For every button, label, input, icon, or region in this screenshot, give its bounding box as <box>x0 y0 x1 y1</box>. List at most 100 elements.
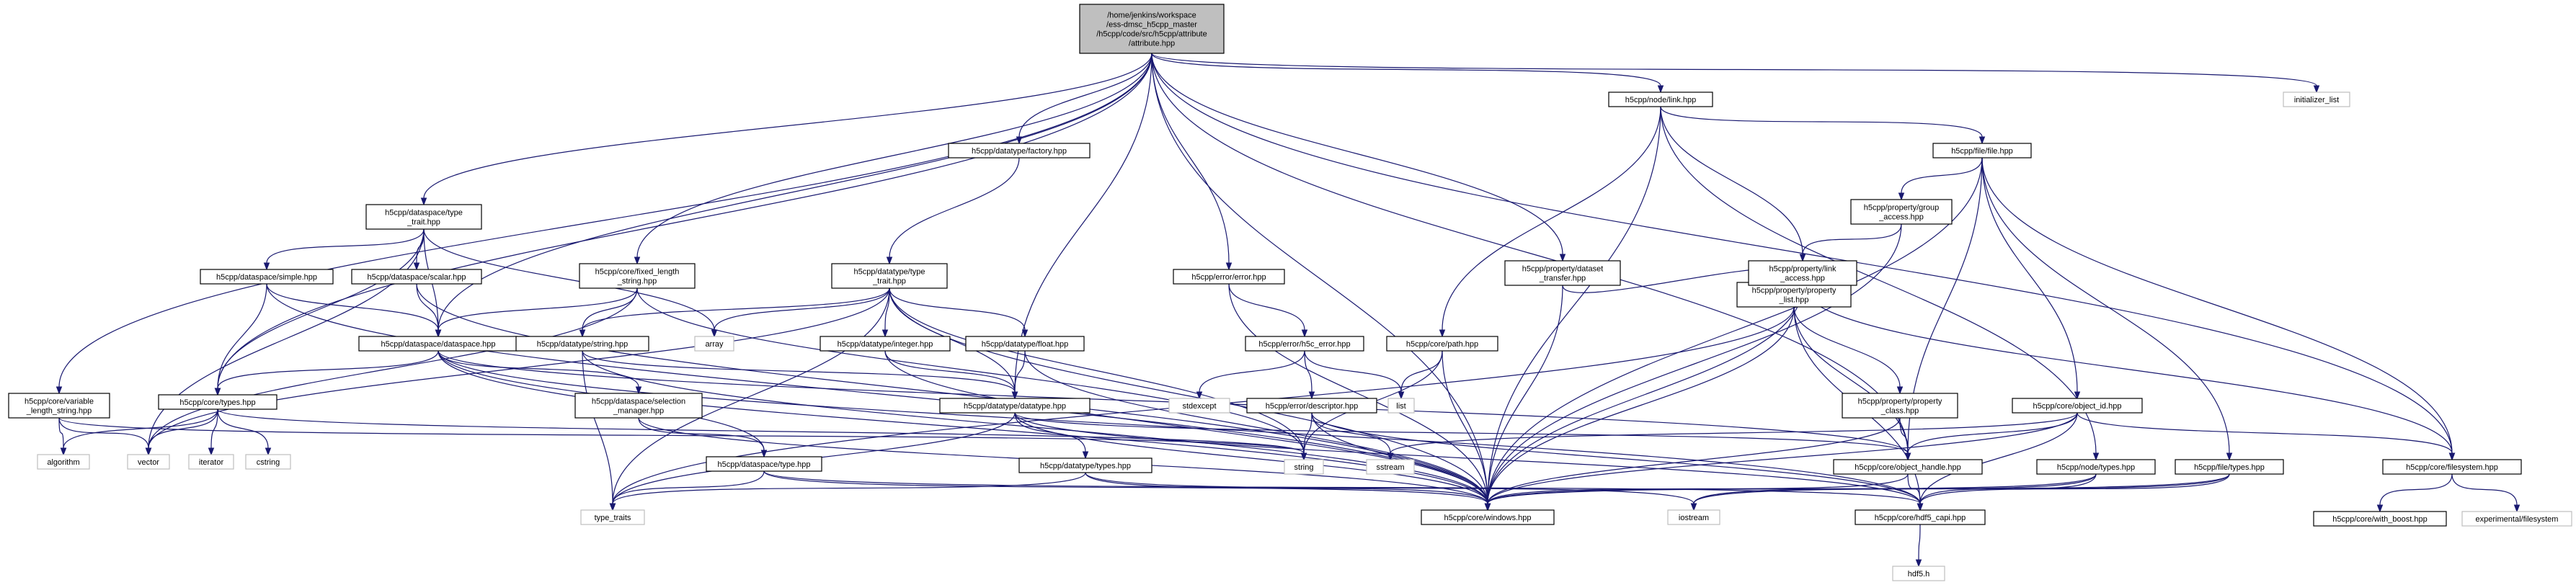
node-types[interactable]: h5cpp/core/types.hpp <box>158 394 277 410</box>
node-box <box>580 509 645 525</box>
node-dtfactory[interactable]: h5cpp/datatype/factory.hpp <box>948 143 1091 158</box>
node-label: h5cpp/dataspace/simple.hpp <box>216 273 317 282</box>
node-box <box>365 204 482 230</box>
edges-layer <box>55 53 2521 568</box>
node-proplist[interactable]: h5cpp/property/property_list.hpp <box>1736 282 1852 308</box>
edge-link-to-linkaccess <box>1660 106 1806 262</box>
node-file[interactable]: h5cpp/file/file.hpp <box>1932 143 2032 158</box>
node-string[interactable]: string <box>1284 459 1324 475</box>
edge-proplist-to-propclass <box>1793 306 1904 395</box>
node-dtfloat[interactable]: h5cpp/datatype/float.hpp <box>965 336 1085 352</box>
node-root[interactable]: /home/jenkins/workspace/ess-dmsc_h5cpp_m… <box>1079 4 1225 54</box>
node-nodetypes[interactable]: h5cpp/node/types.hpp <box>2036 459 2156 475</box>
node-box <box>351 269 482 285</box>
edge-filesystem-to-expfs <box>2451 473 2521 513</box>
edge-line <box>1151 53 2317 86</box>
node-groupaccess[interactable]: h5cpp/property/group_access.hpp <box>1850 199 1953 225</box>
node-box <box>1168 398 1230 414</box>
node-label: h5cpp/core/types.hpp <box>179 398 255 407</box>
node-box <box>1736 282 1852 308</box>
node-link[interactable]: h5cpp/node/link.hpp <box>1608 91 1713 107</box>
edge-arrowhead <box>1484 503 1491 512</box>
edge-arrowhead <box>2448 452 2456 461</box>
edge-line <box>1303 412 1313 454</box>
node-dstype[interactable]: h5cpp/dataspace/type.hpp <box>706 456 822 472</box>
edge-arrowhead <box>1011 391 1018 400</box>
node-selman[interactable]: h5cpp/dataspace/selection_manager.hpp <box>574 393 703 419</box>
node-dtinteger[interactable]: h5cpp/datatype/integer.hpp <box>820 336 951 352</box>
node-error[interactable]: h5cpp/error/error.hpp <box>1173 269 1285 285</box>
edge-filetypes-to-windows <box>1484 473 2230 512</box>
edge-line <box>889 287 1026 331</box>
node-list[interactable]: list <box>1387 398 1415 414</box>
node-fixlen[interactable]: h5cpp/core/fixed_length_string.hpp <box>579 263 696 289</box>
node-iterator[interactable]: iterator <box>188 454 234 470</box>
node-label: _length_string.hpp <box>26 407 92 416</box>
edge-types-to-cstring <box>217 408 272 456</box>
node-algorithm[interactable]: algorithm <box>37 454 90 470</box>
node-box <box>1932 143 2032 158</box>
node-dttrait[interactable]: h5cpp/datatype/type_trait.hpp <box>831 263 948 289</box>
node-initlist[interactable]: initializer_list <box>2283 91 2350 107</box>
node-propclass[interactable]: h5cpp/property/property_class.hpp <box>1842 393 1958 419</box>
node-objhandle[interactable]: h5cpp/core/object_handle.hpp <box>1833 459 1983 475</box>
node-varlen[interactable]: h5cpp/core/variable_length_string.hpp <box>8 393 110 419</box>
node-array[interactable]: array <box>694 336 734 352</box>
edge-line <box>889 287 1488 504</box>
edge-arrowhead <box>145 447 152 456</box>
node-filesystem[interactable]: h5cpp/core/filesystem.hpp <box>2382 459 2522 475</box>
node-descriptor[interactable]: h5cpp/error/descriptor.hpp <box>1246 398 1377 414</box>
node-sstream[interactable]: sstream <box>1366 459 1415 475</box>
edge-line <box>1228 283 1488 504</box>
edge-line <box>217 408 1305 454</box>
node-dstrait[interactable]: h5cpp/dataspace/type_trait.hpp <box>365 204 482 230</box>
node-datatype[interactable]: h5cpp/datatype/datatype.hpp <box>939 398 1091 414</box>
node-withboost[interactable]: h5cpp/core/with_boost.hpp <box>2313 511 2447 527</box>
node-typetraits[interactable]: type_traits <box>580 509 645 525</box>
node-label: experimental/filesystem <box>2476 515 2559 524</box>
edge-selman-to-dstype <box>638 417 768 458</box>
node-vector[interactable]: vector <box>127 454 170 470</box>
node-dtstring[interactable]: h5cpp/datatype/string.hpp <box>515 336 649 352</box>
node-corepath[interactable]: h5cpp/core/path.hpp <box>1386 336 1498 352</box>
node-filetypes[interactable]: h5cpp/file/types.hpp <box>2175 459 2284 475</box>
node-simple[interactable]: h5cpp/dataspace/simple.hpp <box>200 269 334 285</box>
node-label: _class.hpp <box>1880 407 1919 416</box>
node-windows[interactable]: h5cpp/core/windows.hpp <box>1421 509 1555 525</box>
node-objid[interactable]: h5cpp/core/object_id.hpp <box>2012 398 2143 414</box>
node-label: /ess-dmsc_h5cpp_master <box>1106 21 1197 30</box>
edge-simple-to-windows <box>266 283 1491 512</box>
node-cstring[interactable]: cstring <box>245 454 291 470</box>
edge-line <box>1487 473 2230 504</box>
edge-line <box>148 228 425 449</box>
edge-arrowhead <box>881 329 889 338</box>
node-scalar[interactable]: h5cpp/dataspace/scalar.hpp <box>351 269 482 285</box>
edge-dttrait-to-dtstring <box>579 287 890 338</box>
node-stdexcept[interactable]: stdexcept <box>1168 398 1230 414</box>
edge-arrowhead <box>1915 559 1922 568</box>
node-label: h5cpp/core/windows.hpp <box>1444 514 1531 522</box>
node-capi[interactable]: h5cpp/core/hdf5_capi.hpp <box>1855 509 1986 525</box>
node-iostream[interactable]: iostream <box>1667 509 1720 525</box>
node-dataspace[interactable]: h5cpp/dataspace/dataspace.hpp <box>358 336 518 352</box>
edge-arrowhead <box>1978 136 1986 145</box>
node-label: _manager.hpp <box>613 407 664 416</box>
node-expfs[interactable]: experimental/filesystem <box>2461 511 2572 527</box>
node-hdf5h[interactable]: hdf5.h <box>1892 566 1945 581</box>
edge-line <box>2379 473 2453 506</box>
edge-datatype-to-dttypes <box>1014 412 1089 460</box>
node-dttypes[interactable]: h5cpp/datatype/types.hpp <box>1018 457 1152 473</box>
edge-dttypes-to-typetraits <box>609 472 1086 512</box>
node-dstransfer[interactable]: h5cpp/property/dataset_transfer.hpp <box>1504 260 1621 286</box>
edge-types-to-iterator <box>208 408 218 456</box>
edge-line <box>1018 53 1152 138</box>
node-label: string <box>1294 463 1314 472</box>
node-label: h5cpp/node/types.hpp <box>2057 463 2135 472</box>
edge-line <box>889 287 1305 454</box>
node-label: h5cpp/file/file.hpp <box>1951 147 2013 156</box>
node-h5cerr[interactable]: h5cpp/error/h5c_error.hpp <box>1245 336 1364 352</box>
node-linkaccess[interactable]: h5cpp/property/link_access.hpp <box>1748 260 1857 286</box>
edge-line <box>1014 412 1488 504</box>
edge-arrowhead <box>1690 503 1697 512</box>
edge-link-to-corepath <box>1439 106 1661 338</box>
